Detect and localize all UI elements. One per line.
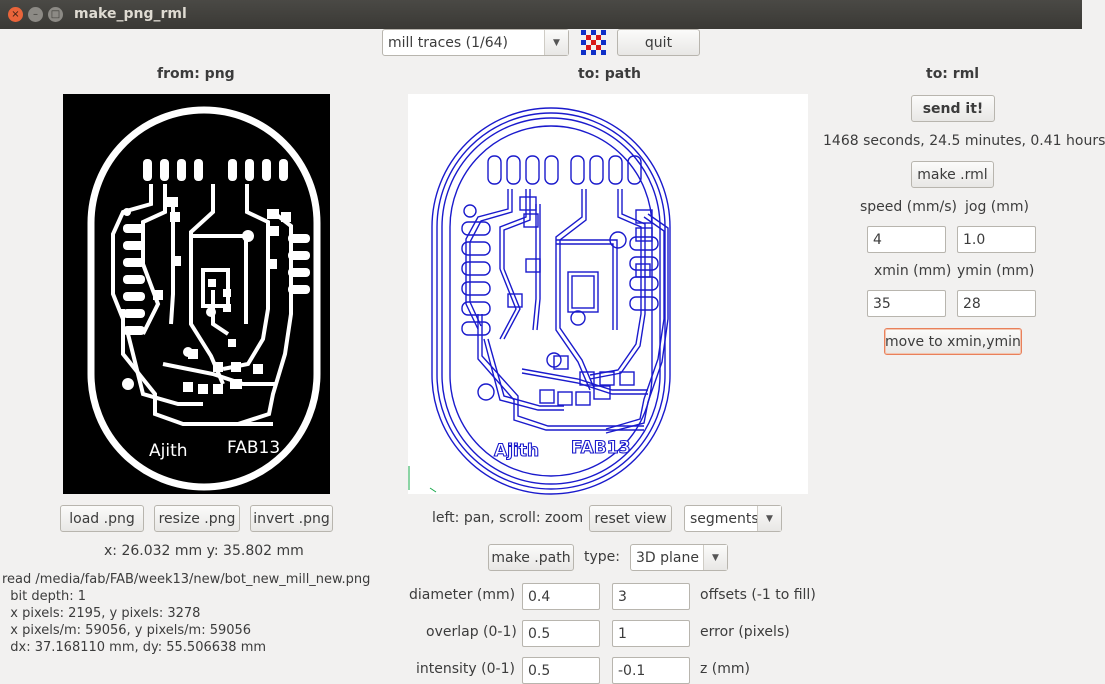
path-canvas[interactable]: Ajith FAB13: [408, 94, 808, 495]
png-heading: from: png: [157, 66, 235, 82]
xmin-label: xmin (mm): [874, 263, 952, 279]
offsets-label: offsets (-1 to fill): [700, 587, 816, 603]
view-mode-select[interactable]: segments ▼: [684, 505, 782, 532]
speed-label: speed (mm/s): [860, 199, 957, 215]
ymin-label: ymin (mm): [957, 263, 1035, 279]
time-estimate: 1468 seconds, 24.5 minutes, 0.41 hours: [823, 133, 1105, 149]
quit-button[interactable]: quit: [617, 29, 700, 56]
png-label-left: Ajith: [149, 441, 188, 461]
path-label-right: FAB13: [571, 438, 630, 458]
close-icon[interactable]: ×: [8, 7, 23, 22]
invert-png-button[interactable]: invert .png: [250, 505, 333, 532]
chevron-down-icon[interactable]: ▼: [703, 545, 727, 570]
overlap-input[interactable]: [522, 620, 600, 647]
minimize-icon[interactable]: –: [28, 7, 43, 22]
type-label: type:: [584, 549, 620, 565]
error-label: error (pixels): [700, 624, 790, 640]
send-it-button[interactable]: send it!: [911, 95, 995, 122]
cursor-readout: x: 26.032 mm y: 35.802 mm: [104, 543, 304, 559]
fab-logo-icon: [581, 30, 606, 55]
jog-label: jog (mm): [965, 199, 1029, 215]
intensity-input[interactable]: [522, 657, 600, 684]
maximize-icon[interactable]: □: [48, 7, 63, 22]
pan-zoom-hint: left: pan, scroll: zoom: [432, 510, 584, 526]
file-info-line: bit depth: 1: [2, 589, 86, 604]
process-select[interactable]: mill traces (1/64) ▼: [382, 29, 569, 56]
window-title: make_png_rml: [74, 6, 187, 22]
z-label: z (mm): [700, 661, 750, 677]
error-input[interactable]: [612, 620, 690, 647]
make-path-button[interactable]: make .path: [488, 544, 574, 571]
diameter-label: diameter (mm): [409, 587, 516, 603]
path-label-left: Ajith: [494, 441, 539, 461]
file-info-line: x pixels: 2195, y pixels: 3278: [2, 606, 201, 621]
jog-input[interactable]: [957, 226, 1036, 253]
file-info: read /media/fab/FAB/week13/new/bot_new_m…: [2, 571, 370, 656]
process-select-value: mill traces (1/64): [388, 34, 508, 51]
move-to-xmin-ymin-button[interactable]: move to xmin,ymin: [884, 328, 1022, 355]
x-axis-marker: [429, 487, 437, 493]
resize-png-button[interactable]: resize .png: [154, 505, 240, 532]
xmin-input[interactable]: [867, 290, 946, 317]
make-rml-button[interactable]: make .rml: [911, 161, 994, 188]
type-select[interactable]: 3D plane ▼: [630, 544, 728, 571]
file-info-line: read /media/fab/FAB/week13/new/bot_new_m…: [2, 572, 371, 587]
ymin-input[interactable]: [957, 290, 1036, 317]
diameter-input[interactable]: [522, 583, 600, 610]
title-bar: × – □ make_png_rml: [0, 0, 1082, 29]
png-label-right: FAB13: [227, 438, 280, 458]
intensity-label: intensity (0-1): [416, 661, 515, 677]
load-png-button[interactable]: load .png: [60, 505, 144, 532]
overlap-label: overlap (0-1): [426, 624, 517, 640]
rml-heading: to: rml: [926, 66, 980, 82]
file-info-line: dx: 37.168110 mm, dy: 55.506638 mm: [2, 640, 267, 655]
z-input[interactable]: [612, 657, 690, 684]
file-info-line: x pixels/m: 59056, y pixels/m: 59056: [2, 623, 252, 638]
reset-view-button[interactable]: reset view: [589, 505, 672, 532]
view-mode-value: segments: [690, 510, 759, 527]
speed-input[interactable]: [867, 226, 946, 253]
chevron-down-icon[interactable]: ▼: [757, 506, 781, 531]
path-heading: to: path: [578, 66, 641, 82]
offsets-input[interactable]: [612, 583, 690, 610]
type-select-value: 3D plane: [636, 549, 699, 566]
png-canvas[interactable]: Ajith FAB13: [63, 94, 330, 494]
chevron-down-icon[interactable]: ▼: [544, 30, 568, 55]
